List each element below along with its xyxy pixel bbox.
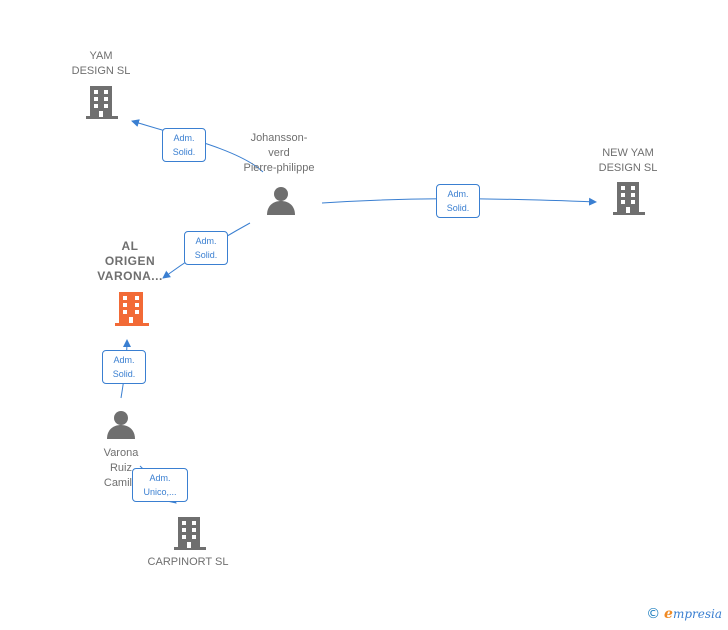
edge-label-johansson-alorigen[interactable]: Adm. Solid. — [184, 231, 228, 265]
node-label-yam-design[interactable]: YAM DESIGN SL — [71, 50, 131, 77]
building-icon[interactable] — [174, 515, 206, 551]
node-label-al-origen[interactable]: AL ORIGEN VARONA... — [97, 239, 163, 283]
building-icon[interactable] — [115, 290, 149, 328]
edge-label-johansson-newyam[interactable]: Adm. Solid. — [436, 184, 480, 218]
brand-name: mpresia — [672, 607, 722, 621]
node-label-varona[interactable]: Varona Ruiz Camilo — [103, 447, 139, 489]
node-label-new-yam[interactable]: NEW YAM DESIGN SL — [598, 147, 658, 174]
copyright-icon: © — [646, 606, 661, 622]
edge-label-varona-carpinort[interactable]: Adm. Unico,... — [132, 468, 188, 502]
node-label-johansson[interactable]: Johansson- verd Pierre-philippe — [243, 132, 315, 174]
brand-initial: e — [664, 606, 673, 622]
person-icon[interactable] — [266, 186, 296, 216]
edge-johansson-yam — [131, 119, 264, 173]
brand-logo: © empresia — [646, 606, 722, 622]
node-label-carpinort[interactable]: CARPINORT SL — [147, 556, 229, 568]
edge-label-varona-alorigen[interactable]: Adm. Solid. — [102, 350, 146, 384]
person-icon[interactable] — [106, 410, 136, 440]
building-icon[interactable] — [613, 180, 645, 216]
edge-label-johansson-yam[interactable]: Adm. Solid. — [162, 128, 206, 162]
building-icon[interactable] — [86, 84, 118, 120]
